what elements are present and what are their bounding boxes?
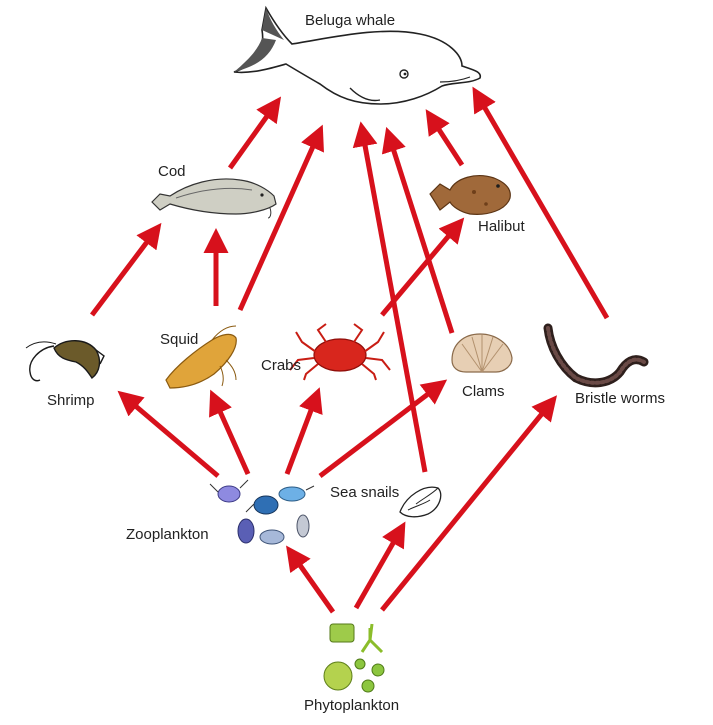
crab-icon: [289, 323, 391, 381]
arrow-zooplankton-to-shrimp: [117, 390, 220, 478]
phytoplankton-icon: [323, 623, 385, 693]
halibut-icon: [429, 175, 511, 215]
zooplankton-icon: [209, 479, 315, 545]
arrow-shrimp-to-cod: [90, 222, 162, 317]
squid-icon: [165, 325, 237, 389]
arrow-zooplankton-to-clams: [318, 379, 448, 478]
arrow-zooplankton-to-crabs: [284, 387, 323, 475]
shrimp-icon: [25, 340, 105, 382]
bristle-worm-icon: [543, 323, 649, 388]
arrow-zooplankton-to-squid: [209, 389, 251, 476]
cod-label: Cod: [158, 163, 186, 180]
cod-icon: [151, 178, 277, 219]
crabs-label: Crabs: [261, 357, 301, 374]
sea-snails-label: Sea snails: [330, 484, 399, 501]
clams-label: Clams: [462, 383, 505, 400]
arrow-halibut-to-beluga: [425, 109, 465, 167]
arrow-bristle-worms-to-beluga: [472, 86, 610, 320]
arrows: [90, 86, 610, 614]
arrow-sea-snails-to-beluga: [352, 121, 428, 473]
shrimp-label: Shrimp: [47, 392, 95, 409]
arrow-phytoplankton-to-bristle-worms: [380, 395, 558, 612]
beluga-whale-icon: [233, 5, 482, 105]
halibut-label: Halibut: [478, 218, 526, 235]
phytoplankton-label: Phytoplankton: [304, 697, 399, 714]
clam-icon: [451, 333, 513, 373]
sea-snail-icon: [399, 486, 442, 518]
arrow-phytoplankton-to-zooplankton: [286, 545, 336, 614]
arrow-phytoplankton-to-sea-snails: [353, 521, 406, 610]
arrow-squid-to-beluga: [237, 124, 324, 312]
arrow-clams-to-beluga: [381, 126, 455, 334]
arrow-cod-to-beluga: [227, 96, 282, 170]
bristle-worms-label: Bristle worms: [575, 390, 665, 407]
squid-label: Squid: [160, 331, 198, 348]
arrow-crabs-to-halibut: [380, 217, 465, 317]
beluga-label: Beluga whale: [305, 12, 395, 29]
zooplankton-label: Zooplankton: [126, 526, 209, 543]
